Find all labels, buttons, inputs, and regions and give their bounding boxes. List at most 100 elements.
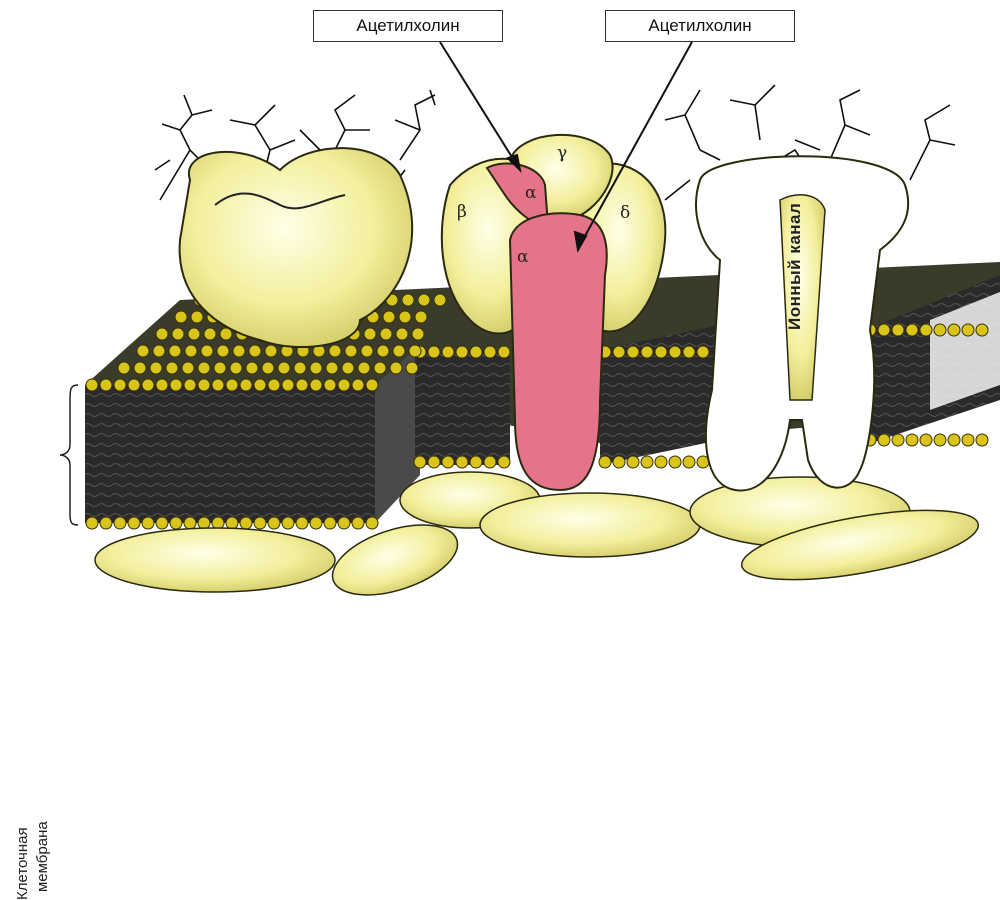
lipid-head [920,324,932,336]
lipid-head [498,456,510,468]
lipid-head [456,456,468,468]
lipid-head [184,517,196,529]
lipid-head [217,345,229,357]
lipid-head [364,328,376,340]
lipid-head [198,362,210,374]
lipid-head [402,294,414,306]
lipid-head [655,456,667,468]
lipid-head [683,456,695,468]
lipid-head [498,346,510,358]
lipid-head [268,379,280,391]
lipid-head [641,346,653,358]
lipid-head [324,517,336,529]
lipid-head [976,434,988,446]
lipid-head [358,362,370,374]
lipid-head [326,362,338,374]
lipid-head [170,379,182,391]
lipid-head [86,379,98,391]
lipid-head [166,362,178,374]
lipid-head [265,345,277,357]
callout-text: Ацетилхолин [356,16,459,36]
lipid-head [934,434,946,446]
lipid-head [613,346,625,358]
callout-text: Ацетилхолин [648,16,751,36]
lipid-head [134,362,146,374]
lipid-head [188,328,200,340]
lipid-head [428,346,440,358]
arrow-1 [440,42,520,170]
lipid-head [294,362,306,374]
lipid-head [396,328,408,340]
lipid-head [310,379,322,391]
acetylcholine-callout-2: Ацетилхолин [605,10,795,42]
lipid-head [214,362,226,374]
lipid-head [118,362,130,374]
lipid-head [170,517,182,529]
lipid-head [470,346,482,358]
lipid-head [484,346,496,358]
lipid-head [412,328,424,340]
lipid-head [212,379,224,391]
lipid-head [934,324,946,336]
lipid-head [352,517,364,529]
lipid-head [641,456,653,468]
lipid-head [399,311,411,323]
lipid-head [906,434,918,446]
lipid-head [442,346,454,358]
lipid-head [262,362,274,374]
lipid-head [627,456,639,468]
lipid-head [310,362,322,374]
membrane-label: Клеточная мембрана [6,380,66,540]
lipid-head [976,324,988,336]
lipid-head [198,379,210,391]
lipid-head [153,345,165,357]
lipid-head [156,379,168,391]
lipid-head [324,379,336,391]
lipid-head [920,434,932,446]
lipid-head [268,517,280,529]
lipid-head [892,434,904,446]
lipid-head [114,379,126,391]
lipid-head [655,346,667,358]
peripheral-protein [480,493,700,557]
lipid-head [142,517,154,529]
lipid-head [296,517,308,529]
lipid-head [414,456,426,468]
lipid-head [233,345,245,357]
lipid-head [484,456,496,468]
lipid-head [613,456,625,468]
lipid-head [201,345,213,357]
lipid-head [345,345,357,357]
lipid-head [415,311,427,323]
lipid-head [418,294,430,306]
lipid-head [282,517,294,529]
lipid-head [246,362,258,374]
membrane-label-line2: мембрана [34,821,51,892]
lipid-head [240,379,252,391]
membrane-middle-block [415,350,510,465]
membrane-label-line1: Клеточная [14,827,31,900]
lipid-head [254,517,266,529]
lipid-head [342,362,354,374]
lipid-head [390,362,402,374]
lipid-head [409,345,421,357]
lipid-head [156,517,168,529]
lipid-head [296,379,308,391]
lipid-head [683,346,695,358]
lipid-head [669,456,681,468]
lipid-head [878,434,890,446]
lipid-head [137,345,149,357]
lipid-head [329,345,341,357]
lipid-head [892,324,904,336]
lipid-head [86,517,98,529]
lipid-head [226,517,238,529]
lipid-head [352,379,364,391]
lipid-head [182,362,194,374]
lipid-head [212,517,224,529]
lipid-head [204,328,216,340]
label-gamma: γ [557,143,567,163]
lipid-head [249,345,261,357]
lipid-head [434,294,446,306]
lipid-head [185,345,197,357]
lipid-head [278,362,290,374]
